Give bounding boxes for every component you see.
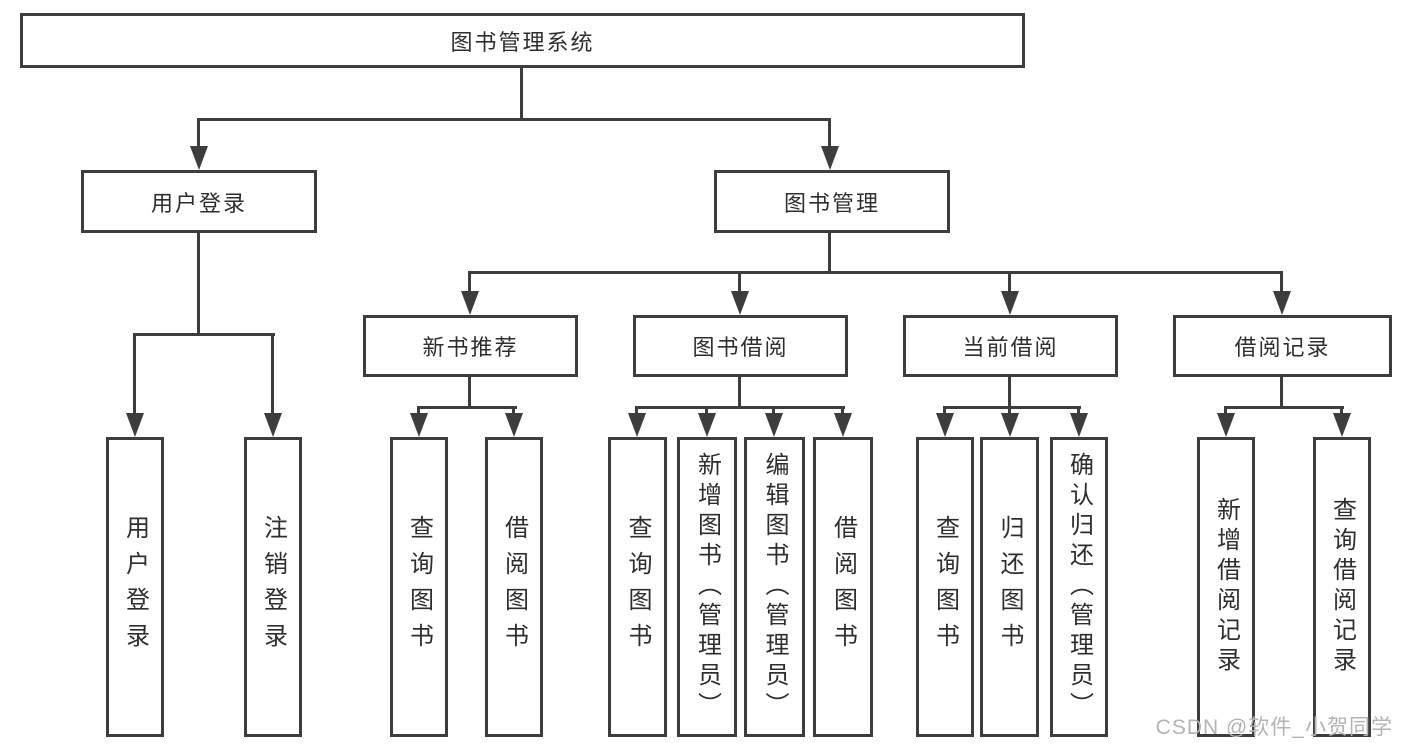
arrow-down-icon <box>834 413 852 437</box>
connector-line <box>705 406 708 415</box>
arrow-down-icon <box>628 413 646 437</box>
arrow-down-icon <box>765 413 783 437</box>
connector-line <box>197 118 831 121</box>
connector-line <box>772 406 775 415</box>
arrow-down-icon <box>698 413 716 437</box>
node-root: 图书管理系统 <box>20 13 1025 68</box>
connector-line <box>738 375 741 409</box>
arrow-down-icon <box>1333 413 1351 437</box>
leaf-user-login: 用户登录 <box>106 437 164 737</box>
connector-line <box>1008 271 1011 293</box>
connector-line <box>520 66 523 120</box>
connector-line <box>828 118 831 148</box>
arrow-down-icon <box>1001 291 1019 315</box>
connector-line <box>417 406 420 415</box>
connector-line <box>635 406 845 409</box>
arrow-down-icon <box>264 413 282 437</box>
connector-line <box>1224 406 1344 409</box>
arrow-down-icon <box>731 291 749 315</box>
arrow-down-icon <box>1217 413 1235 437</box>
arrow-down-icon <box>461 291 479 315</box>
leaf-borrow-book: 借阅图书 <box>813 437 873 737</box>
leaf-add-borrow-record: 新增借阅记录 <box>1197 437 1255 737</box>
connector-line <box>1280 271 1283 293</box>
arrow-down-icon <box>410 413 428 437</box>
leaf-query-book: 查询图书 <box>916 437 974 737</box>
connector-line <box>1077 406 1080 415</box>
arrow-down-icon <box>505 413 523 437</box>
connector-line <box>468 271 471 293</box>
arrow-down-icon <box>1070 413 1088 437</box>
leaf-edit-book-admin: 编辑图书（管理员） <box>744 437 805 737</box>
arrow-down-icon <box>1001 413 1019 437</box>
arrow-down-icon <box>126 413 144 437</box>
leaf-borrow-book: 借阅图书 <box>485 437 543 737</box>
leaf-add-book-admin: 新增图书（管理员） <box>677 437 737 737</box>
node-new-book-recommend: 新书推荐 <box>363 315 578 377</box>
arrow-down-icon <box>821 146 839 170</box>
arrow-down-icon <box>1273 291 1291 315</box>
connector-line <box>417 406 517 409</box>
arrow-down-icon <box>190 146 208 170</box>
connector-line <box>943 406 946 415</box>
connector-line <box>468 271 1283 274</box>
connector-line <box>468 375 471 409</box>
connector-line <box>1280 375 1283 409</box>
connector-line <box>1340 406 1343 415</box>
leaf-query-book: 查询图书 <box>608 437 667 737</box>
leaf-logout: 注销登录 <box>244 437 302 737</box>
connector-line <box>133 333 136 415</box>
node-borrow-record: 借阅记录 <box>1173 315 1392 377</box>
connector-line <box>738 271 741 293</box>
leaf-return-book: 归还图书 <box>980 437 1039 737</box>
connector-line <box>828 231 831 274</box>
connector-line <box>133 333 275 336</box>
node-user-login: 用户登录 <box>81 170 317 233</box>
connector-line <box>943 406 1081 409</box>
connector-line <box>512 406 515 415</box>
connector-line <box>197 118 200 148</box>
leaf-confirm-return-admin: 确认归还（管理员） <box>1050 437 1108 737</box>
leaf-query-borrow-record: 查询借阅记录 <box>1313 437 1371 737</box>
connector-line <box>1008 406 1011 415</box>
connector-line <box>271 333 274 415</box>
connector-line <box>197 231 200 336</box>
node-book-borrow: 图书借阅 <box>633 315 848 377</box>
leaf-query-book: 查询图书 <box>390 437 448 737</box>
connector-line <box>635 406 638 415</box>
connector-line <box>1008 375 1011 409</box>
connector-line <box>841 406 844 415</box>
arrow-down-icon <box>936 413 954 437</box>
node-book-management: 图书管理 <box>714 170 950 233</box>
node-current-borrow: 当前借阅 <box>903 315 1118 377</box>
connector-line <box>1224 406 1227 415</box>
